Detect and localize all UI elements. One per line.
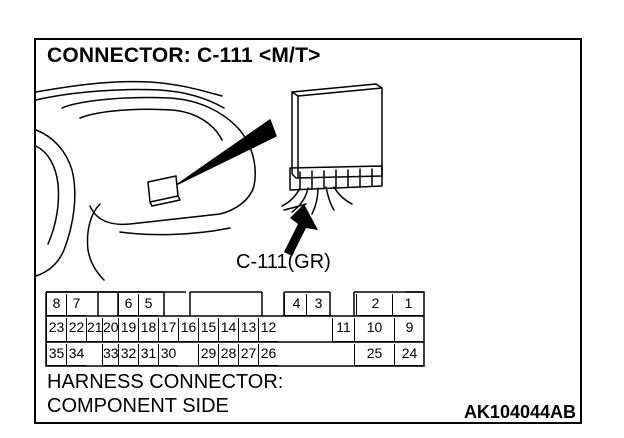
pin-21: 21	[86, 318, 103, 342]
pin-27: 27	[238, 344, 258, 366]
pin-3: 3	[306, 294, 330, 316]
pin-35: 35	[46, 344, 66, 366]
steering-column-inner	[35, 145, 60, 245]
pin-8: 8	[46, 294, 66, 316]
connector-title: CONNECTOR: C-111 <M/T>	[47, 44, 321, 67]
pin-33: 33	[102, 344, 119, 366]
pin-22: 22	[66, 318, 86, 342]
pin-10: 10	[354, 318, 394, 342]
pin-5: 5	[138, 294, 158, 316]
harness-caption-line1: HARNESS CONNECTOR:	[47, 371, 284, 393]
pin-4: 4	[284, 294, 308, 316]
harness-wires	[281, 186, 353, 215]
pin-6: 6	[118, 294, 138, 316]
pin-15: 15	[198, 318, 218, 342]
pin-32: 32	[118, 344, 138, 366]
pin-12: 12	[258, 318, 278, 342]
pin-13: 13	[238, 318, 258, 342]
pin-34: 34	[66, 344, 86, 366]
floor-line	[119, 227, 231, 236]
pointer-wedge	[177, 119, 277, 185]
pin-9: 9	[394, 318, 424, 342]
pin-17: 17	[158, 318, 178, 342]
location-arrow	[284, 204, 318, 256]
dash-inner-panel	[79, 108, 223, 141]
pin-28: 28	[218, 344, 238, 366]
pin-29: 29	[198, 344, 218, 366]
pin-31: 31	[138, 344, 158, 366]
pin-7: 7	[66, 294, 86, 316]
ecu-connector-block	[289, 165, 383, 191]
lower-panel	[86, 203, 105, 281]
pin-1: 1	[392, 294, 424, 316]
pin-18: 18	[138, 318, 158, 342]
pin-20: 20	[102, 318, 119, 342]
dashboard-upper-curve	[35, 88, 225, 109]
harness-caption-line2: COMPONENT SIDE	[47, 395, 229, 417]
steering-column	[35, 129, 76, 277]
pin-19: 19	[118, 318, 138, 342]
pin-11: 11	[332, 318, 354, 342]
connector-id-label: C-111(GR)	[236, 251, 331, 273]
pin-2: 2	[356, 294, 394, 316]
pin-23: 23	[46, 318, 66, 342]
pin-26: 26	[258, 344, 278, 366]
pin-16: 16	[178, 318, 198, 342]
figure-code: AK104044AB	[463, 402, 576, 422]
dashboard-top-line	[35, 80, 223, 97]
figure-frame	[34, 38, 582, 424]
pin-25: 25	[354, 344, 394, 366]
pin-24: 24	[394, 344, 424, 366]
pin-14: 14	[218, 318, 238, 342]
pin-30: 30	[158, 344, 178, 366]
